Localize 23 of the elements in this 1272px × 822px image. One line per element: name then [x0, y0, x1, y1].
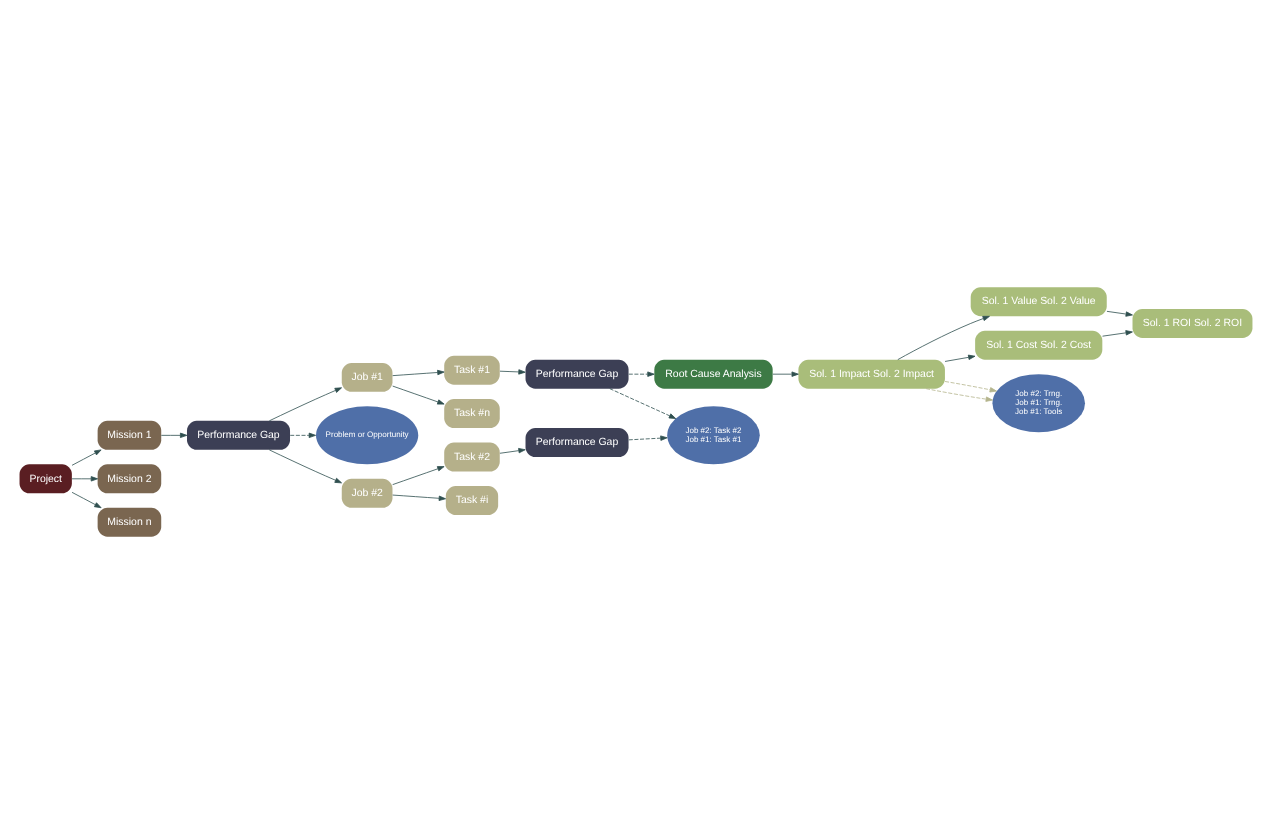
- arrow: [609, 387, 677, 418]
- arrow: [499, 447, 526, 453]
- arrow: [772, 370, 799, 376]
- arrow: [944, 353, 976, 361]
- arrow: [71, 490, 102, 508]
- arrow: [499, 368, 526, 374]
- arrow: [160, 431, 188, 437]
- arrow: [628, 370, 655, 376]
- arrow: [628, 434, 668, 440]
- arrow: [289, 431, 316, 437]
- arrow: [944, 380, 997, 392]
- arrow: [392, 493, 446, 500]
- arrow: [71, 475, 99, 481]
- arrow: [71, 448, 102, 465]
- arrow: [1106, 309, 1133, 316]
- arrow: [392, 465, 445, 485]
- arrow: [1102, 329, 1133, 336]
- arrow: [268, 448, 342, 483]
- arrow: [897, 314, 990, 360]
- arrow: [268, 386, 342, 421]
- arrow: [925, 387, 993, 401]
- arrow: [392, 384, 445, 404]
- arrow: [392, 368, 445, 376]
